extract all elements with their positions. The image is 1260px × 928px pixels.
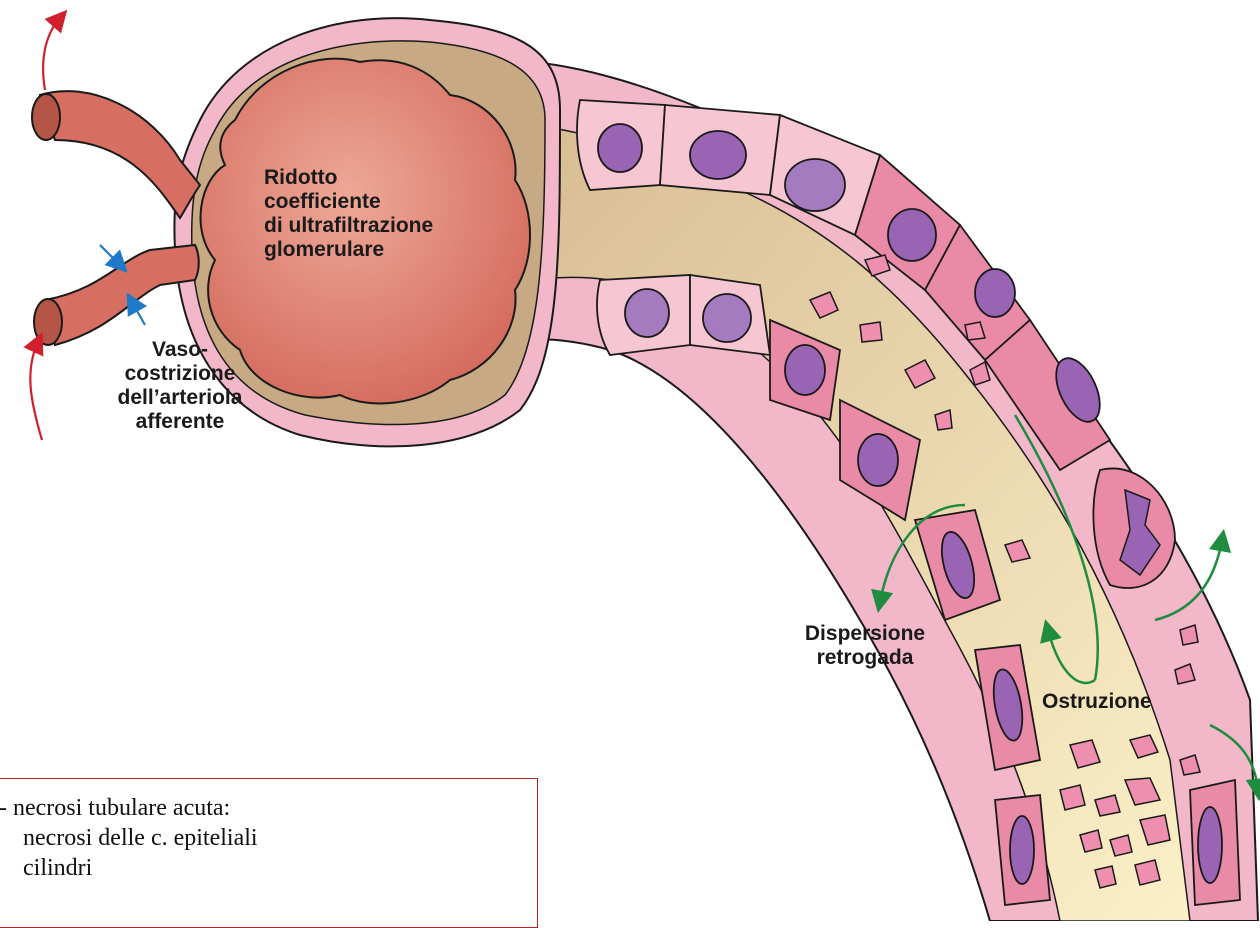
cell-nucleus <box>703 294 751 342</box>
cell-nucleus <box>625 289 669 337</box>
blood-flow-arrows <box>30 18 60 440</box>
blue-arrow-bottom <box>132 302 145 325</box>
label-reduced-ultrafiltration: Ridotto coefficiente di ultrafiltrazione… <box>264 166 433 262</box>
caption-box: - necrosi tubulare acuta: necrosi delle … <box>0 778 538 928</box>
label-obstruction: Ostruzione <box>1042 690 1152 714</box>
caption-line-3: cilindri <box>0 853 537 883</box>
caption-line-1: - necrosi tubulare acuta: <box>0 793 537 823</box>
debris <box>860 322 882 342</box>
red-arrow-afferent <box>30 342 42 440</box>
cell-nucleus <box>1010 816 1034 884</box>
cell-nucleus <box>785 345 825 395</box>
blue-arrow-top <box>100 245 120 265</box>
cell-nucleus <box>975 269 1015 317</box>
afferent-opening <box>34 299 62 345</box>
cell-nucleus <box>1198 807 1222 883</box>
label-afferent-vasoconstriction: Vaso- costrizione dell’arteriola afferen… <box>90 338 270 434</box>
cell-nucleus <box>888 209 936 261</box>
debris <box>1135 860 1160 885</box>
cell-nucleus <box>785 159 845 211</box>
red-arrow-efferent <box>43 18 60 90</box>
label-back-leak: Dispersione retrogada <box>770 622 960 670</box>
afferent-arteriole <box>45 245 199 345</box>
cell-nucleus <box>598 124 642 172</box>
caption-line-2: necrosi delle c. epiteliali <box>0 823 537 853</box>
cell-nucleus <box>858 434 898 486</box>
cell-nucleus <box>690 131 746 179</box>
debris <box>1060 785 1085 810</box>
efferent-opening <box>32 94 60 140</box>
efferent-arteriole <box>40 91 200 218</box>
